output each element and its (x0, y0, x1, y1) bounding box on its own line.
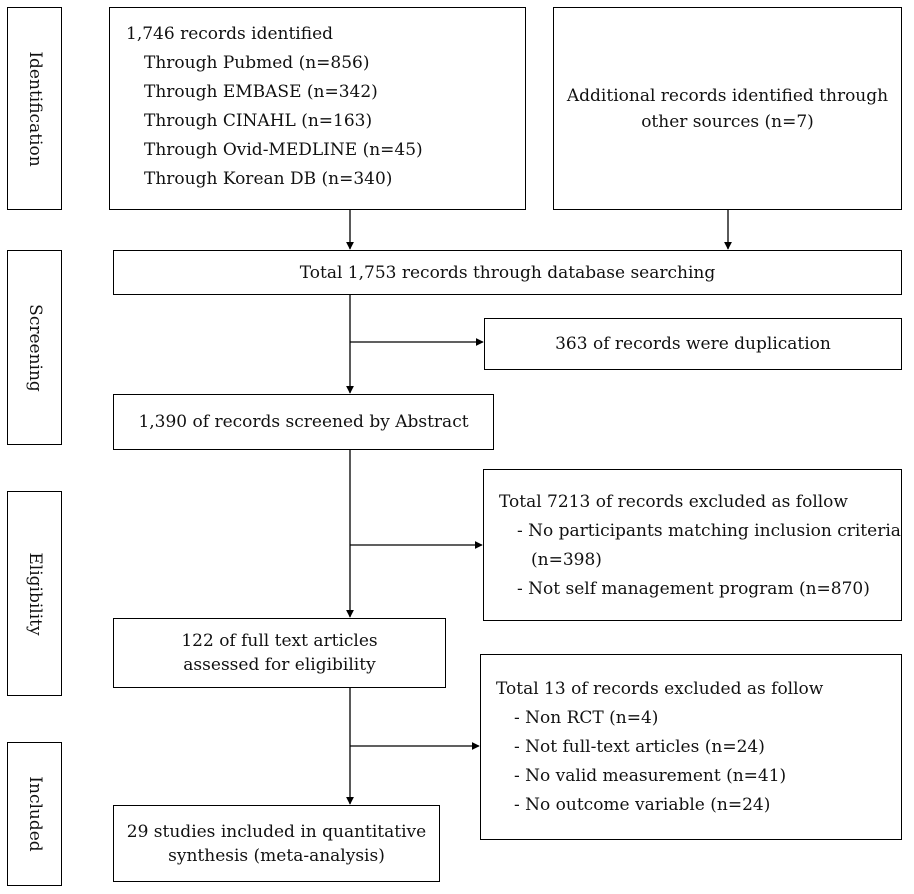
excluded-abstract-item: - Not self management program (n=870) (517, 579, 870, 599)
excluded-abstract-box: Total 7213 of records excluded as follow… (483, 469, 902, 621)
stage-identification: Identification (7, 7, 62, 210)
excluded-fulltext-item: - Non RCT (n=4) (514, 708, 659, 728)
fulltext-line1: 122 of full text articles (181, 631, 378, 651)
additional-records-box: Additional records identified through ot… (553, 7, 902, 210)
excluded-fulltext-item: - No valid measurement (n=41) (514, 766, 787, 786)
fulltext-line2: assessed for eligibility (183, 655, 376, 675)
abstract-screened-text: 1,390 of records screened by Abstract (138, 412, 469, 432)
identified-records-box: 1,746 records identified Through Pubmed … (109, 7, 526, 210)
excluded-abstract-item: - No participants matching inclusion cri… (517, 521, 901, 541)
total-records-box: Total 1,753 records through database sea… (113, 250, 902, 295)
excluded-fulltext-item: - Not full-text articles (n=24) (514, 737, 765, 757)
source-cinahl: Through CINAHL (n=163) (144, 111, 373, 131)
source-ovid-medline: Through Ovid-MEDLINE (n=45) (144, 140, 423, 160)
duplicates-text: 363 of records were duplication (555, 334, 831, 354)
source-korean-db: Through Korean DB (n=340) (144, 169, 393, 189)
additional-line2: other sources (n=7) (641, 111, 814, 132)
excluded-fulltext-title: Total 13 of records excluded as follow (496, 679, 824, 699)
excluded-fulltext-box: Total 13 of records excluded as follow -… (480, 654, 902, 840)
source-embase: Through EMBASE (n=342) (144, 82, 378, 102)
excluded-fulltext-item: - No outcome variable (n=24) (514, 795, 771, 815)
stage-included: Included (7, 742, 62, 886)
excluded-abstract-title: Total 7213 of records excluded as follow (499, 492, 848, 512)
stage-screening: Screening (7, 250, 62, 445)
additional-line1: Additional records identified through (566, 85, 889, 106)
excluded-abstract-item: (n=398) (531, 550, 602, 570)
total-records-text: Total 1,753 records through database sea… (299, 262, 716, 283)
included-line2: synthesis (meta-analysis) (168, 845, 385, 866)
included-studies-box: 29 studies included in quantitative synt… (113, 805, 440, 882)
included-line1: 29 studies included in quantitative (126, 821, 427, 842)
source-pubmed: Through Pubmed (n=856) (144, 53, 370, 73)
identified-title: 1,746 records identified (126, 24, 334, 44)
duplicates-box: 363 of records were duplication (484, 318, 902, 370)
stage-eligibility: Eligibility (7, 491, 62, 696)
fulltext-assessed-box: 122 of full text articles assessed for e… (113, 618, 446, 688)
abstract-screened-box: 1,390 of records screened by Abstract (113, 394, 494, 450)
